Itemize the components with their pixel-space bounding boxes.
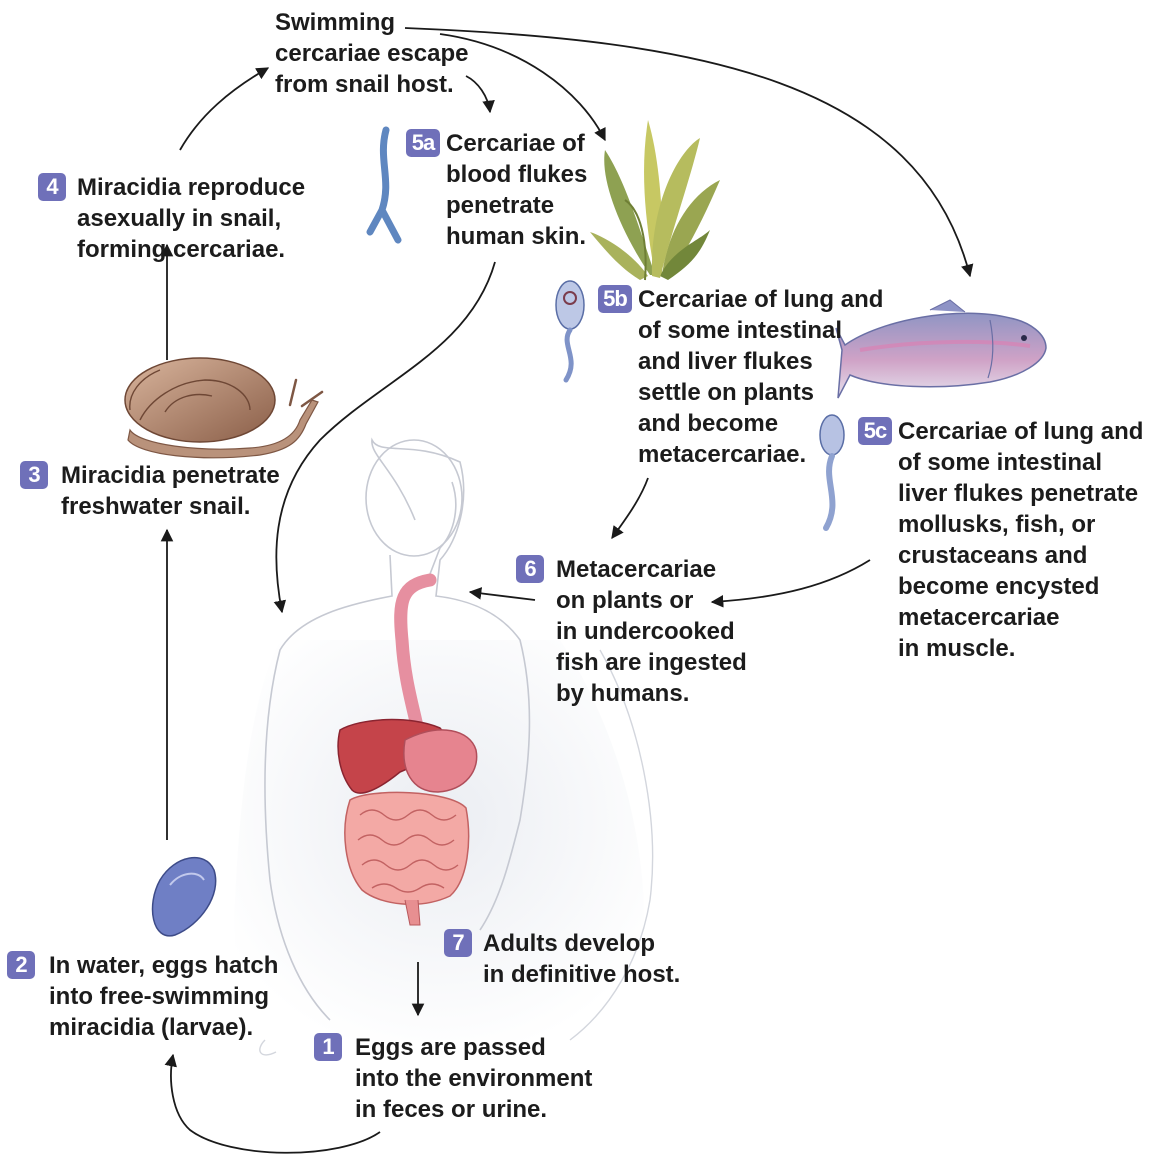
step-5c-text: Cercariae of lung and of some intestinal…	[898, 416, 1143, 664]
plant-illustration	[590, 120, 720, 280]
step-4-label: 4 Miracidia reproduce asexually in snail…	[38, 172, 328, 272]
arrow-4-to-swim	[180, 68, 268, 150]
step-4-badge: 4	[38, 173, 66, 201]
step-7-badge: 7	[444, 929, 472, 957]
swimming-cercariae-text: Swimming cercariae escape from snail hos…	[275, 7, 469, 100]
step-4-text: Miracidia reproduce asexually in snail, …	[77, 172, 305, 265]
step-3-text: Miracidia penetrate freshwater snail.	[61, 460, 280, 522]
step-5b-label: 5b Cercariae of lung and of some intesti…	[598, 284, 898, 479]
step-5b-text: Cercariae of lung and of some intestinal…	[638, 284, 883, 470]
step-3-label: 3 Miracidia penetrate freshwater snail.	[20, 460, 300, 530]
step-3-badge: 3	[20, 461, 48, 489]
egg-illustration	[153, 858, 216, 936]
swimming-cercariae-label: Swimming cercariae escape from snail hos…	[275, 7, 495, 107]
step-6-text: Metacercariae on plants or in undercooke…	[556, 554, 747, 709]
cercaria-5b-illustration	[556, 281, 584, 380]
step-7-label: 7 Adults develop in definitive host.	[444, 928, 704, 998]
step-6-label: 6 Metacercariae on plants or in undercoo…	[516, 554, 766, 714]
step-5b-badge: 5b	[598, 285, 632, 313]
step-1-text: Eggs are passed into the environment in …	[355, 1032, 592, 1125]
arrow-5a-to-human	[276, 262, 495, 612]
snail-illustration	[125, 358, 322, 458]
step-5c-badge: 5c	[858, 417, 892, 445]
step-5a-text: Cercariae of blood flukes penetrate huma…	[446, 128, 587, 252]
cercaria-5a-illustration	[370, 130, 398, 240]
arrow-5b-to-6	[612, 478, 648, 538]
step-2-label: 2 In water, eggs hatch into free-swimmin…	[7, 950, 297, 1050]
step-5a-label: 5a Cercariae of blood flukes penetrate h…	[406, 128, 606, 258]
step-5c-label: 5c Cercariae of lung and of some intesti…	[858, 416, 1153, 676]
step-7-text: Adults develop in definitive host.	[483, 928, 680, 990]
digestive-system	[338, 580, 477, 925]
step-1-label: 1 Eggs are passed into the environment i…	[314, 1032, 614, 1132]
step-5a-badge: 5a	[406, 129, 440, 157]
step-6-badge: 6	[516, 555, 544, 583]
step-1-badge: 1	[314, 1033, 342, 1061]
step-2-badge: 2	[7, 951, 35, 979]
step-2-text: In water, eggs hatch into free-swimming …	[49, 950, 278, 1043]
